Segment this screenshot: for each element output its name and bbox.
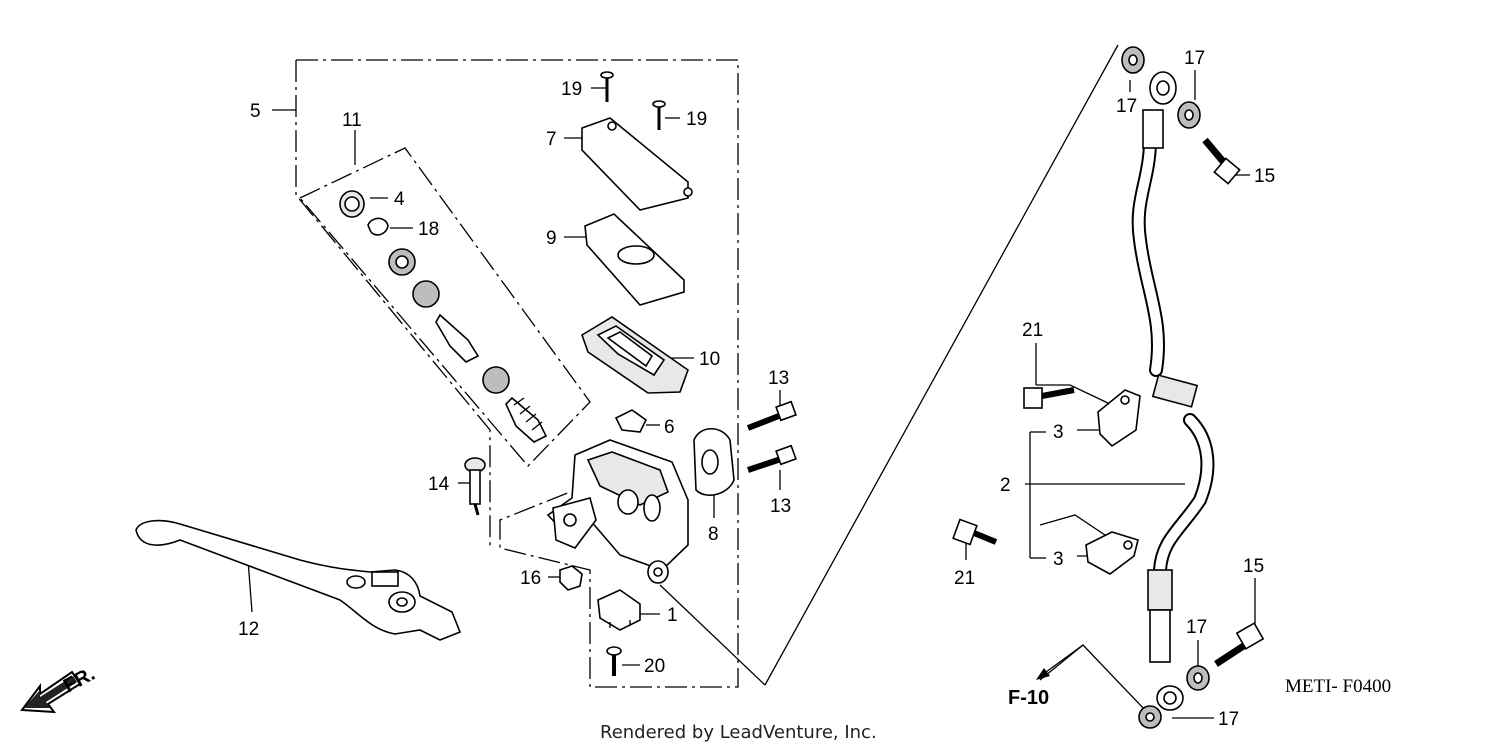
diaphragm-10 xyxy=(581,316,689,394)
callout-17-b: 17 xyxy=(1184,48,1205,69)
callout-15-b: 15 xyxy=(1243,556,1264,577)
callout-7: 7 xyxy=(546,129,557,150)
callout-17-a: 17 xyxy=(1116,96,1137,117)
callout-11: 11 xyxy=(342,110,362,131)
callout-1: 1 xyxy=(667,605,678,626)
callout-3-a: 3 xyxy=(1053,422,1064,443)
washer-17-b xyxy=(1177,101,1201,129)
bolt-13-b xyxy=(747,444,797,473)
hose-clamp-3-b xyxy=(1085,531,1139,575)
callout-21-a: 21 xyxy=(1022,320,1043,341)
callout-3-b: 3 xyxy=(1053,549,1064,570)
callout-12: 12 xyxy=(238,619,259,640)
master-cylinder-body xyxy=(546,439,689,584)
banjo-fitting-top xyxy=(1149,71,1177,105)
callout-9: 9 xyxy=(546,228,557,249)
clip-6 xyxy=(614,409,648,433)
washer-17-a xyxy=(1121,46,1145,74)
callout-labels: 5 11 4 18 19 19 7 9 10 6 8 13 13 14 12 1… xyxy=(238,48,1275,730)
callout-16: 16 xyxy=(520,568,541,589)
bolt-15-a xyxy=(1202,137,1241,185)
front-direction-arrow xyxy=(20,670,82,714)
ref-arrow xyxy=(1036,644,1084,680)
callout-2: 2 xyxy=(1000,475,1011,496)
brake-lever-12 xyxy=(135,519,462,641)
bolt-13-a xyxy=(746,400,797,431)
holder-8 xyxy=(693,427,735,496)
bolt-21-b xyxy=(952,518,998,546)
callout-8: 8 xyxy=(708,524,719,545)
ref-label-f10: F-10 xyxy=(1008,687,1049,709)
brake-switch-1 xyxy=(597,589,641,631)
callout-17-c: 17 xyxy=(1186,617,1207,638)
washer-17-d xyxy=(1138,705,1162,729)
callout-13-b: 13 xyxy=(770,496,791,517)
callout-15-a: 15 xyxy=(1254,166,1275,187)
callout-10: 10 xyxy=(699,349,720,370)
callout-13-a: 13 xyxy=(768,368,789,389)
banjo-fitting-bottom xyxy=(1156,685,1184,711)
nut-16 xyxy=(559,565,583,591)
callout-17-d: 17 xyxy=(1218,709,1239,730)
callout-21-b: 21 xyxy=(954,568,975,589)
brake-hose-2 xyxy=(1131,109,1215,663)
leader-lines xyxy=(247,44,1256,719)
callout-14: 14 xyxy=(428,474,450,495)
bolt-21-a xyxy=(1023,387,1075,409)
hose-clamp-3-a xyxy=(1097,389,1141,448)
screw-20 xyxy=(606,646,622,676)
screw-19-b xyxy=(652,100,666,130)
piston-kit-parts xyxy=(339,190,548,443)
washer-17-c xyxy=(1186,665,1210,691)
diagram-code: METI- F0400 xyxy=(1285,676,1391,697)
callout-18: 18 xyxy=(418,219,439,240)
callout-5: 5 xyxy=(250,101,261,122)
callout-4: 4 xyxy=(394,189,405,210)
bolt-15-b xyxy=(1214,622,1265,667)
reservoir-cap-7 xyxy=(581,117,693,211)
master-cylinder-group-outline xyxy=(295,59,739,688)
callout-19-b: 19 xyxy=(686,109,707,130)
cap-plate-9 xyxy=(584,213,685,306)
screw-19-a xyxy=(600,71,614,102)
callout-6: 6 xyxy=(664,417,675,438)
callout-20: 20 xyxy=(644,656,665,677)
callout-19-a: 19 xyxy=(561,79,582,100)
pivot-bolt-14 xyxy=(464,457,486,516)
render-credit: Rendered by LeadVenture, Inc. xyxy=(600,722,877,743)
